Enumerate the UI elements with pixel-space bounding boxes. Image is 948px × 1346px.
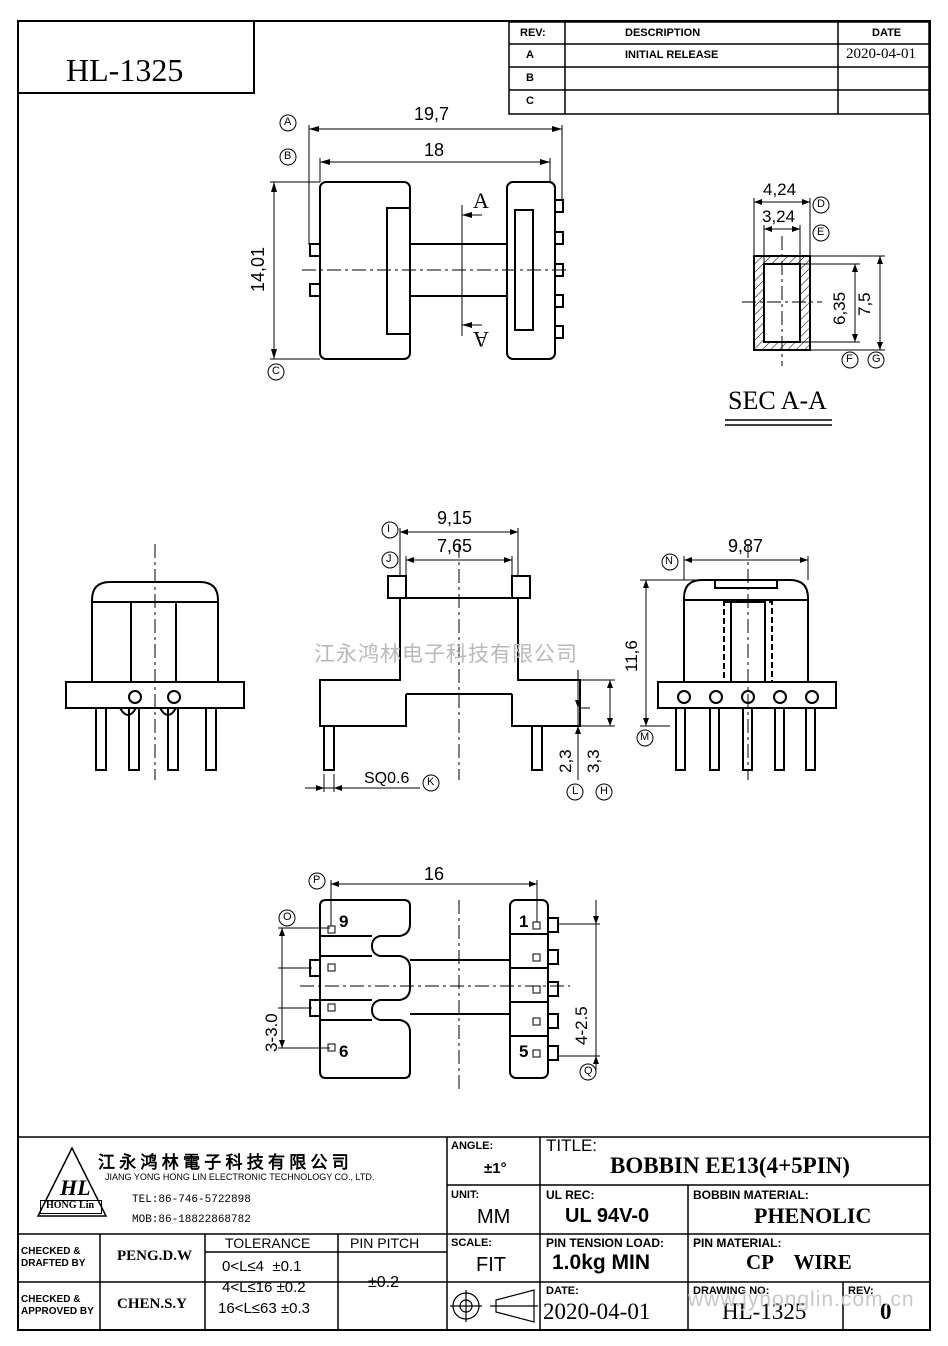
- checked-drafted-label-2: DRAFTED BY: [21, 1258, 86, 1269]
- revision-table: [508, 21, 930, 115]
- marker-o: O: [283, 911, 292, 923]
- pin-label-5: 5: [519, 1042, 529, 1061]
- rev-header: REV:: [520, 27, 546, 39]
- marker-l: L: [572, 785, 579, 797]
- section-title: SEC A-A: [728, 386, 827, 415]
- marker-n: N: [665, 555, 673, 567]
- logo-sub-box: [40, 1200, 102, 1214]
- dim-d: 4,24: [763, 180, 797, 199]
- marker-h: H: [600, 785, 608, 797]
- logo-sub: HONG Lin: [46, 1200, 95, 1211]
- section-mark-top: A: [473, 188, 489, 213]
- scale-label: SCALE:: [451, 1237, 492, 1249]
- marker-q: Q: [584, 1065, 593, 1077]
- marker-d: D: [817, 198, 825, 210]
- pin-label-1: 1: [519, 912, 529, 931]
- pin-tension-label: PIN TENSION LOAD:: [546, 1236, 665, 1250]
- tolerance-row-2: 4<L≤16 ±0.2: [222, 1279, 306, 1296]
- rev-a: A: [526, 49, 534, 61]
- scale-value: FIT: [476, 1254, 506, 1276]
- marker-f: F: [846, 353, 853, 365]
- company-logo: [36, 1146, 108, 1217]
- pin-label-9: 9: [339, 912, 349, 931]
- dim-k: SQ0.6: [364, 770, 410, 787]
- marker-c: C: [272, 365, 280, 377]
- drawing-no-value: HL-1325: [722, 1299, 807, 1324]
- approved-by: CHEN.S.Y: [117, 1296, 188, 1312]
- part-number-box: [17, 20, 255, 94]
- middle-views-drawing: [65, 521, 837, 801]
- checked-approved-label-2: APPROVED BY: [21, 1306, 94, 1317]
- pin-pitch-value: ±0.2: [368, 1274, 400, 1291]
- ul-value: UL 94V-0: [565, 1205, 650, 1227]
- dim-a: 19,7: [414, 104, 450, 124]
- pin-material-label: PIN MATERIAL:: [693, 1236, 782, 1250]
- site-watermark: www.jyhonglin.com.cn: [688, 1288, 915, 1311]
- title-value: BOBBIN EE13(4+5PIN): [610, 1153, 850, 1178]
- checked-drafted-label-1: CHECKED &: [21, 1246, 81, 1257]
- dim-i: 9,15: [437, 508, 473, 528]
- dim-n: 9,87: [728, 536, 764, 556]
- rev-label: REV:: [848, 1285, 874, 1297]
- marker-j: J: [386, 553, 392, 565]
- angle-value: ±1°: [484, 1160, 507, 1177]
- angle-label: ANGLE:: [451, 1140, 494, 1152]
- tolerance-label: TOLERANCE: [225, 1235, 311, 1251]
- ul-label: UL REC:: [546, 1188, 595, 1202]
- drafted-by: PENG.D.W: [117, 1248, 192, 1264]
- bobbin-material-label: BOBBIN MATERIAL:: [693, 1188, 809, 1202]
- company-mob: MOB:86-18822868782: [132, 1214, 251, 1226]
- pin-tension-value: 1.0kg MIN: [552, 1251, 651, 1274]
- tolerance-row-1: 0<L≤4 ±0.1: [222, 1258, 302, 1275]
- marker-e: E: [817, 226, 825, 238]
- checked-approved-label-1: CHECKED &: [21, 1294, 81, 1305]
- company-tel: TEL:86-746-5722898: [132, 1194, 251, 1206]
- projection-symbol-icon: [450, 1289, 538, 1323]
- drawing-no-label: DRAWING NO:: [693, 1285, 770, 1297]
- marker-p: P: [313, 874, 321, 886]
- description-header: DESCRIPTION: [625, 27, 701, 39]
- bobbin-material-value: PHENOLIC: [754, 1203, 872, 1228]
- marker-k: K: [427, 776, 435, 788]
- pin-pitch-label: PIN PITCH: [350, 1235, 420, 1251]
- top-view-drawing: [267, 114, 570, 381]
- company-en: JIANG YONG HONG LIN ELECTRONIC TECHNOLOG…: [105, 1172, 375, 1182]
- part-number: HL-1325: [66, 52, 184, 88]
- rev-a-description: INITIAL RELEASE: [625, 49, 719, 61]
- drawing-border: [17, 20, 931, 1331]
- dim-e: 3,24: [762, 207, 796, 226]
- marker-g: G: [872, 353, 881, 365]
- unit-value: MM: [477, 1206, 511, 1228]
- marker-b: B: [284, 150, 292, 162]
- rev-value: 0: [880, 1299, 892, 1324]
- section-view-drawing: [725, 196, 885, 426]
- marker-i: I: [387, 523, 391, 535]
- dim-b: 18: [424, 140, 445, 160]
- rev-b: B: [526, 72, 534, 84]
- bottom-view-drawing: [278, 872, 600, 1090]
- company-cn: 江 永 鸿 林 電 子 科 技 有 限 公 司: [98, 1153, 349, 1172]
- dim-p: 16: [424, 864, 445, 884]
- date-label: DATE:: [546, 1285, 579, 1297]
- rev-a-date: 2020-04-01: [846, 46, 916, 62]
- company-watermark: 江永鸿林电子科技有限公司: [314, 643, 578, 666]
- marker-a: A: [284, 116, 292, 128]
- date-header: DATE: [872, 27, 902, 39]
- unit-label: UNIT:: [451, 1189, 480, 1201]
- dim-j: 7,65: [437, 536, 473, 556]
- rev-c: C: [526, 95, 534, 107]
- pin-material-value: CP WIRE: [746, 1250, 852, 1274]
- date-value: 2020-04-01: [543, 1299, 651, 1324]
- title-label: TITLE:: [546, 1136, 598, 1155]
- logo-text: HL: [60, 1175, 91, 1200]
- pin-label-6: 6: [339, 1042, 349, 1061]
- tolerance-row-3: 16<L≤63 ±0.3: [218, 1300, 310, 1317]
- marker-m: M: [640, 731, 650, 743]
